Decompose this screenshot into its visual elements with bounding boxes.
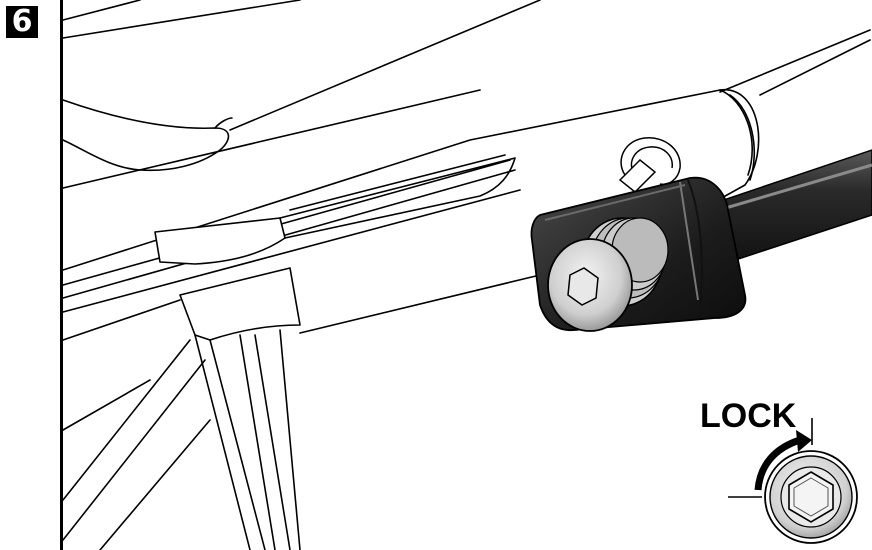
left-border-rule [60, 0, 63, 550]
step-number-badge: 6 [6, 6, 38, 38]
spring-clip [618, 137, 681, 194]
lock-callout-graphic [728, 418, 858, 544]
hex-socket-bolt [547, 217, 669, 332]
frame-outline [62, 0, 871, 550]
lock-label: LOCK [700, 397, 797, 435]
